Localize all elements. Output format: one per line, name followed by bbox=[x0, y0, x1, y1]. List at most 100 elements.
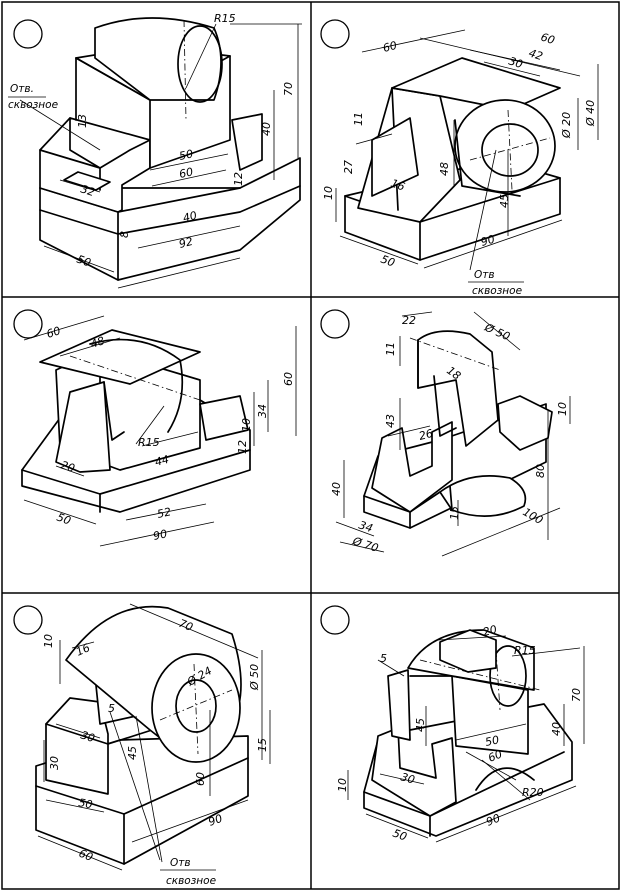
dim-45: 45 bbox=[498, 194, 511, 208]
dim-50: 50 bbox=[484, 733, 500, 749]
part-drawing-6 bbox=[347, 629, 585, 843]
dim-r20: R20 bbox=[522, 786, 544, 799]
dim-50: 50 bbox=[55, 511, 73, 528]
note-line-1: Отв bbox=[474, 269, 495, 281]
dim-dia50: Ø 50 bbox=[248, 664, 261, 691]
panel-number-circle bbox=[320, 309, 350, 339]
dimension-labels: 60 60 42 30 Ø 20 Ø 40 11 27 16 48 10 45 … bbox=[322, 30, 597, 269]
dim-42: 42 bbox=[527, 46, 544, 63]
dim-40: 40 bbox=[330, 482, 343, 496]
panel-6: 20 5 R15 70 45 40 50 60 30 10 R20 90 50 bbox=[320, 605, 585, 844]
note-line-1: Отв bbox=[170, 857, 191, 869]
dimension-labels: 60 48 60 R15 34 12 10 20 44 52 90 50 bbox=[45, 324, 295, 543]
dim-12: 12 bbox=[232, 172, 245, 186]
dim-dia50: Ø 50 bbox=[482, 320, 512, 343]
dim-34: 34 bbox=[256, 404, 269, 418]
panel-number-circle bbox=[13, 19, 43, 49]
dim-70: 70 bbox=[570, 688, 583, 702]
dim-10: 10 bbox=[336, 778, 349, 792]
part-drawing-1 bbox=[19, 17, 302, 289]
dim-16: 16 bbox=[389, 177, 407, 194]
dim-70: 70 bbox=[282, 82, 295, 96]
dim-50b: 50 bbox=[75, 253, 93, 270]
dim-22: 22 bbox=[402, 314, 416, 327]
through-hole-note: Отв сквозное bbox=[166, 857, 216, 887]
part-drawing-4 bbox=[335, 311, 571, 557]
dim-60-vert: 60 bbox=[194, 772, 207, 786]
dim-26: 26 bbox=[418, 427, 435, 443]
dim-15: 15 bbox=[256, 738, 269, 752]
dim-dia20: Ø 20 bbox=[560, 112, 573, 139]
dim-34: 34 bbox=[357, 518, 374, 535]
dim-5: 5 bbox=[380, 652, 387, 665]
note-line-1: Отв. bbox=[10, 83, 34, 95]
dim-r15: R15 bbox=[514, 644, 536, 657]
dim-10: 10 bbox=[556, 402, 569, 416]
dim-40: 40 bbox=[550, 722, 563, 736]
panel-3: 60 48 60 R15 34 12 10 20 44 52 90 50 bbox=[13, 309, 297, 547]
part-drawing-3 bbox=[21, 315, 297, 547]
dim-52: 52 bbox=[156, 505, 172, 521]
panel-number-circle bbox=[13, 309, 43, 339]
dim-60: 60 bbox=[486, 747, 504, 764]
dim-90: 90 bbox=[207, 812, 225, 829]
dim-45: 45 bbox=[126, 746, 139, 760]
dim-13: 13 bbox=[76, 114, 89, 128]
dim-60: 60 bbox=[178, 165, 194, 181]
dim-8: 8 bbox=[118, 231, 131, 238]
panel-5: 70 10 16 Ø 24 Ø 50 5 30 45 15 30 60 50 9… bbox=[13, 603, 271, 887]
dim-48: 48 bbox=[438, 162, 451, 176]
dim-60: 60 bbox=[539, 30, 556, 47]
dimension-labels: 20 5 R15 70 45 40 50 60 30 10 R20 90 50 bbox=[336, 623, 583, 844]
dim-10: 10 bbox=[322, 186, 335, 200]
dim-10: 10 bbox=[42, 634, 55, 648]
dim-60-right: 60 bbox=[282, 372, 295, 386]
panel-number-circle bbox=[320, 19, 350, 49]
dim-45: 45 bbox=[414, 718, 427, 732]
dim-60: 60 bbox=[77, 847, 95, 864]
dim-30: 30 bbox=[399, 770, 416, 786]
panel-number-circle bbox=[320, 605, 350, 635]
dim-dia70: Ø 70 bbox=[350, 534, 380, 555]
dim-100: 100 bbox=[521, 505, 546, 527]
through-hole-note: Отв сквозное bbox=[472, 269, 522, 297]
dim-50: 50 bbox=[178, 147, 194, 163]
note-line-2: сквозное bbox=[472, 285, 522, 297]
dim-dia40: Ø 40 bbox=[584, 100, 597, 127]
dim-11: 11 bbox=[352, 112, 365, 126]
dim-43: 43 bbox=[384, 414, 397, 428]
panel-4: 22 Ø 50 11 18 10 43 26 80 40 15 100 34 Ø… bbox=[320, 309, 571, 557]
dim-44: 44 bbox=[154, 453, 171, 469]
dim-40b: 40 bbox=[182, 209, 199, 225]
dim-r15: R15 bbox=[214, 12, 236, 25]
dim-5: 5 bbox=[108, 702, 115, 715]
dimension-labels: R15 70 40 13 50 60 32 12 40 92 8 50 bbox=[75, 12, 295, 270]
dim-50: 50 bbox=[379, 253, 397, 270]
part-drawing-2 bbox=[335, 29, 599, 283]
dim-92: 92 bbox=[178, 235, 195, 251]
dim-15: 15 bbox=[448, 506, 461, 520]
dim-48: 48 bbox=[89, 334, 106, 351]
dim-60-top: 60 bbox=[45, 324, 62, 341]
dim-60-top: 60 bbox=[382, 39, 399, 55]
dim-90: 90 bbox=[479, 233, 496, 249]
dim-90: 90 bbox=[152, 527, 168, 543]
part-drawing-5 bbox=[35, 603, 271, 871]
dim-r15: R15 bbox=[138, 436, 160, 449]
dim-10: 10 bbox=[240, 418, 253, 432]
dim-20: 20 bbox=[482, 623, 499, 639]
dim-30: 30 bbox=[507, 54, 524, 71]
dim-50: 50 bbox=[77, 796, 93, 811]
dim-20: 20 bbox=[59, 458, 76, 475]
dim-90: 90 bbox=[484, 811, 502, 828]
dim-27: 27 bbox=[342, 160, 355, 174]
note-line-2: сквозное bbox=[8, 99, 58, 111]
dim-50b: 50 bbox=[391, 827, 409, 844]
dim-30-top: 30 bbox=[79, 728, 96, 745]
dimension-labels: 70 10 16 Ø 24 Ø 50 5 30 45 15 30 60 50 9… bbox=[42, 617, 269, 864]
dim-12: 12 bbox=[236, 440, 249, 454]
dim-16: 16 bbox=[74, 641, 92, 659]
through-hole-note: Отв. сквозное bbox=[8, 83, 58, 111]
